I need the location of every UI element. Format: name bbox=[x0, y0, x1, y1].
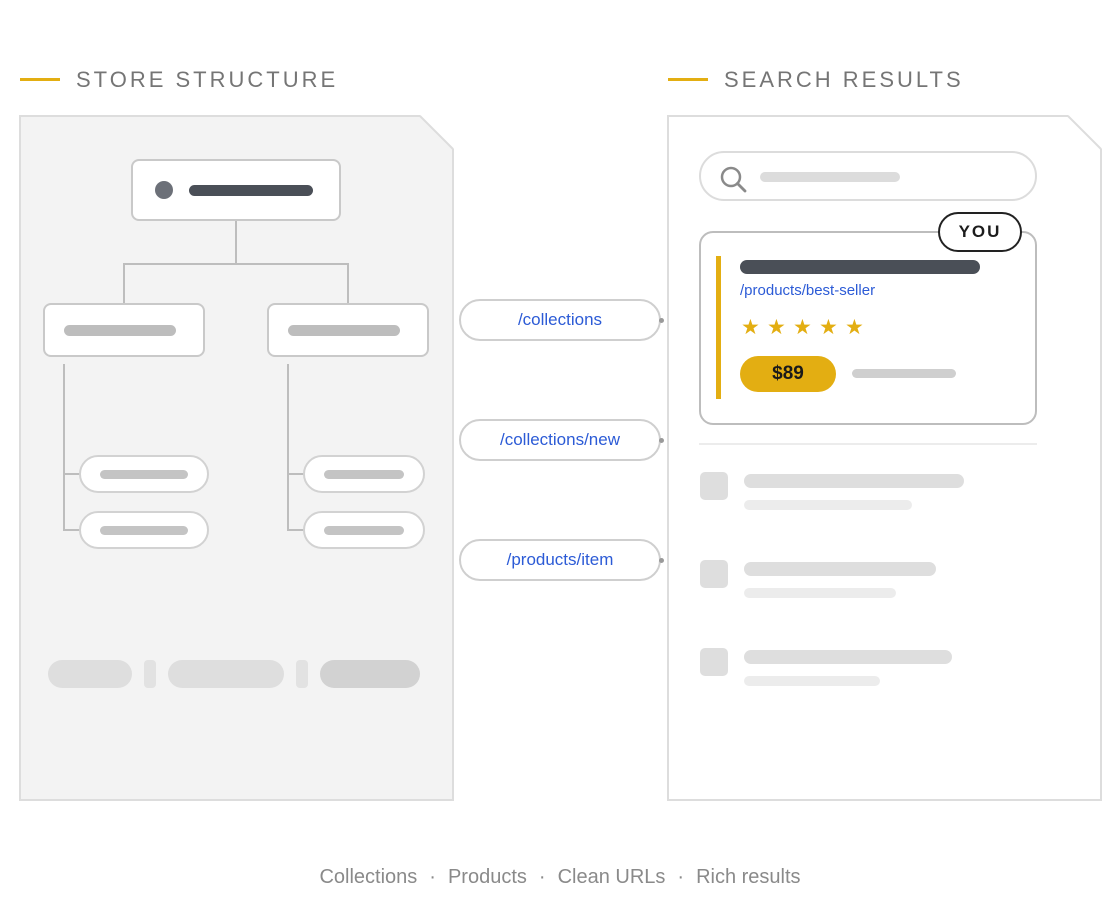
node-label-placeholder bbox=[324, 470, 404, 479]
nav-placeholder bbox=[168, 660, 284, 688]
footer-separator: · bbox=[538, 866, 546, 888]
search-query-placeholder bbox=[760, 172, 900, 182]
tree-connector bbox=[123, 263, 349, 265]
result-thumbnail bbox=[700, 472, 728, 500]
star-icon: ★ bbox=[819, 316, 838, 339]
folded-corner-left bbox=[419, 115, 454, 150]
root-node-label-placeholder bbox=[189, 185, 313, 196]
tree-connector bbox=[123, 263, 125, 304]
result-thumbnail bbox=[700, 560, 728, 588]
price-badge: $89 bbox=[740, 356, 836, 392]
result-title-placeholder bbox=[740, 260, 980, 274]
tree-connector bbox=[287, 529, 305, 531]
result-title-placeholder bbox=[744, 474, 964, 488]
search-results-heading: SEARCH RESULTS bbox=[724, 67, 964, 92]
node-label-placeholder bbox=[288, 325, 400, 336]
tree-connector bbox=[287, 473, 305, 475]
connector-dot bbox=[659, 318, 664, 323]
node-label-placeholder bbox=[324, 526, 404, 535]
footer-item: Products bbox=[447, 866, 527, 888]
connector-dot bbox=[659, 558, 664, 563]
footer-item: Clean URLs bbox=[557, 866, 666, 888]
node-label-placeholder bbox=[100, 526, 188, 535]
node-label-placeholder bbox=[64, 325, 176, 336]
result-meta-placeholder bbox=[852, 369, 956, 378]
star-icon: ★ bbox=[741, 316, 760, 339]
result-url[interactable]: /products/best-seller bbox=[740, 282, 876, 299]
result-accent-stripe bbox=[716, 256, 721, 399]
result-thumbnail bbox=[700, 648, 728, 676]
tree-collection-node bbox=[43, 303, 205, 357]
tree-root-node bbox=[131, 159, 341, 221]
search-results-panel bbox=[667, 115, 1102, 801]
search-icon bbox=[720, 166, 747, 193]
result-snippet-placeholder bbox=[744, 500, 912, 510]
nav-divider bbox=[296, 660, 308, 688]
footer-caption: Collections · Products · Clean URLs · Rich res… bbox=[0, 864, 1120, 890]
url-pill-collections-new: /collections/new bbox=[459, 419, 661, 461]
results-divider bbox=[699, 443, 1037, 445]
tree-product-node bbox=[303, 511, 425, 549]
url-pill-collections: /collections bbox=[459, 299, 661, 341]
tree-collection-node bbox=[267, 303, 429, 357]
footer-separator: · bbox=[429, 866, 436, 888]
nav-placeholder bbox=[48, 660, 132, 688]
tree-connector bbox=[63, 473, 81, 475]
tree-connector bbox=[63, 529, 81, 531]
node-label-placeholder bbox=[100, 470, 188, 479]
search-input[interactable] bbox=[699, 151, 1037, 201]
star-icon: ★ bbox=[793, 316, 812, 339]
store-structure-heading: STORE STRUCTURE bbox=[76, 67, 339, 92]
result-title-placeholder bbox=[744, 650, 952, 664]
tree-connector bbox=[235, 220, 237, 264]
tree-connector bbox=[347, 263, 349, 304]
search-results-accent-bar bbox=[668, 78, 708, 81]
tree-product-node bbox=[79, 455, 209, 493]
star-icon: ★ bbox=[845, 316, 864, 339]
nav-placeholder bbox=[320, 660, 420, 688]
footer-item: Rich results bbox=[696, 866, 801, 888]
tree-connector bbox=[63, 364, 65, 531]
nav-divider bbox=[144, 660, 156, 688]
tree-product-node bbox=[79, 511, 209, 549]
star-icon: ★ bbox=[767, 316, 786, 339]
folded-corner-right bbox=[1067, 115, 1102, 150]
result-title-placeholder bbox=[744, 562, 936, 576]
result-snippet-placeholder bbox=[744, 588, 896, 598]
footer-item: Collections bbox=[319, 866, 418, 888]
root-node-dot-icon bbox=[155, 181, 173, 199]
footer-separator: · bbox=[677, 866, 685, 888]
result-snippet-placeholder bbox=[744, 676, 880, 686]
connector-dot bbox=[659, 438, 664, 443]
tree-connector bbox=[287, 364, 289, 531]
tree-product-node bbox=[303, 455, 425, 493]
store-structure-accent-bar bbox=[20, 78, 60, 81]
url-pill-products-item: /products/item bbox=[459, 539, 661, 581]
you-badge: YOU bbox=[938, 212, 1022, 252]
